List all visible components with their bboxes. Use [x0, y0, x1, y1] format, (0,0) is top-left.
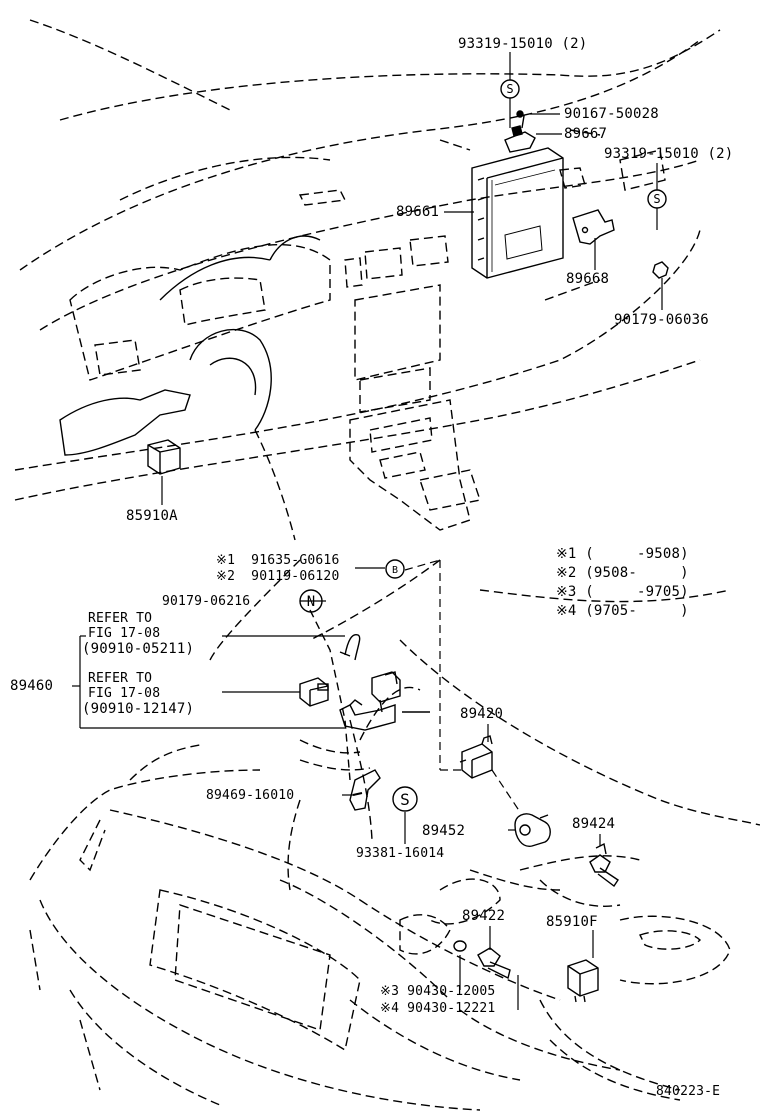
- symbol-s-top-text: S: [506, 82, 513, 96]
- relay-85910a: [147, 439, 181, 475]
- relay-85910f: [567, 959, 599, 1003]
- bracket-89469: [349, 769, 381, 811]
- part-89424: 89424: [572, 816, 616, 832]
- symbol-s-lower-text: S: [400, 790, 410, 809]
- refer-2-line-b: FIG 17-08: [88, 686, 161, 701]
- symbol-n: [299, 589, 323, 613]
- car-body-outline: [29, 744, 681, 1111]
- vsv-assembly-89460: [339, 671, 430, 731]
- part-90167-50028: 90167-50028: [564, 106, 659, 122]
- steering-wheel-outline: [59, 235, 321, 541]
- sensor-89424: [589, 842, 619, 888]
- engine-bay-outline: [209, 559, 760, 1071]
- part-85910a: 85910A: [126, 508, 178, 524]
- hose-90910-05211: [339, 633, 361, 661]
- part-90430-12005: ※3 90430-12005: [380, 984, 496, 999]
- vsv-90910-12147: [299, 677, 329, 707]
- part-89661: 89661: [396, 204, 440, 220]
- part-93319-top: 93319-15010 (2): [458, 36, 588, 52]
- part-93319-right: 93319-15010 (2): [604, 146, 734, 162]
- part-93381-16014: 93381-16014: [356, 846, 445, 861]
- symbol-circles: [299, 79, 667, 812]
- part-89460: 89460: [10, 678, 54, 694]
- part-89667: 89667: [564, 126, 608, 142]
- nut-90179-06036: [652, 261, 669, 279]
- refer-1-line-a: REFER TO: [88, 611, 153, 626]
- legend-item-4: ※4 (9705- ): [556, 603, 689, 619]
- refer-2-line-c: (90910-12147): [82, 701, 195, 717]
- sensor-89452: [514, 813, 551, 847]
- dashboard-outline: [14, 19, 721, 531]
- sensor-89420: [459, 735, 493, 779]
- symbol-s-right: [647, 189, 667, 209]
- symbol-n-text: N: [307, 594, 315, 610]
- part-90119: ※2 90119-06120: [216, 569, 340, 584]
- part-89469-16010: 89469-16010: [206, 788, 295, 803]
- legend-item-1: ※1 ( -9508): [556, 546, 689, 562]
- refer-1-line-c: (90910-05211): [82, 641, 195, 657]
- symbol-s-top: [500, 79, 520, 99]
- leader-lines-upper: [161, 52, 663, 505]
- figure-code: 840223-E: [656, 1084, 721, 1099]
- part-89420: 89420: [460, 706, 504, 722]
- refer-2-line-a: REFER TO: [88, 671, 153, 686]
- legend-item-3: ※3 ( -9705): [556, 584, 689, 600]
- part-90430-12221: ※4 90430-12221: [380, 1001, 496, 1016]
- bracket-89667: [504, 125, 536, 153]
- symbol-s-lower: [392, 786, 418, 812]
- part-85910f: 85910F: [546, 914, 598, 930]
- part-90179-06036: 90179-06036: [614, 312, 709, 328]
- part-89422: 89422: [462, 908, 506, 924]
- hose-route: [309, 609, 351, 781]
- part-89668: 89668: [566, 271, 610, 287]
- bracket-89668: [572, 209, 615, 245]
- part-91635: ※1 91635-G0616: [216, 553, 340, 568]
- legend-item-2: ※2 (9508- ): [556, 565, 689, 581]
- bolt-90167: [516, 110, 525, 129]
- part-90179-06216: 90179-06216: [162, 594, 251, 609]
- ecu-89661: [471, 147, 564, 279]
- part-89452: 89452: [422, 823, 466, 839]
- date-legend: ※1 ( -9508) ※2 (9508- ) ※3 ( -9705) ※4 (…: [556, 546, 689, 619]
- leader-lines-lower: [72, 559, 601, 1010]
- symbol-s-right-text: S: [653, 192, 660, 206]
- symbol-b: [385, 559, 405, 579]
- sensor-89422: [453, 940, 511, 980]
- refer-1-line-b: FIG 17-08: [88, 626, 161, 641]
- symbol-b-text: B: [392, 565, 398, 576]
